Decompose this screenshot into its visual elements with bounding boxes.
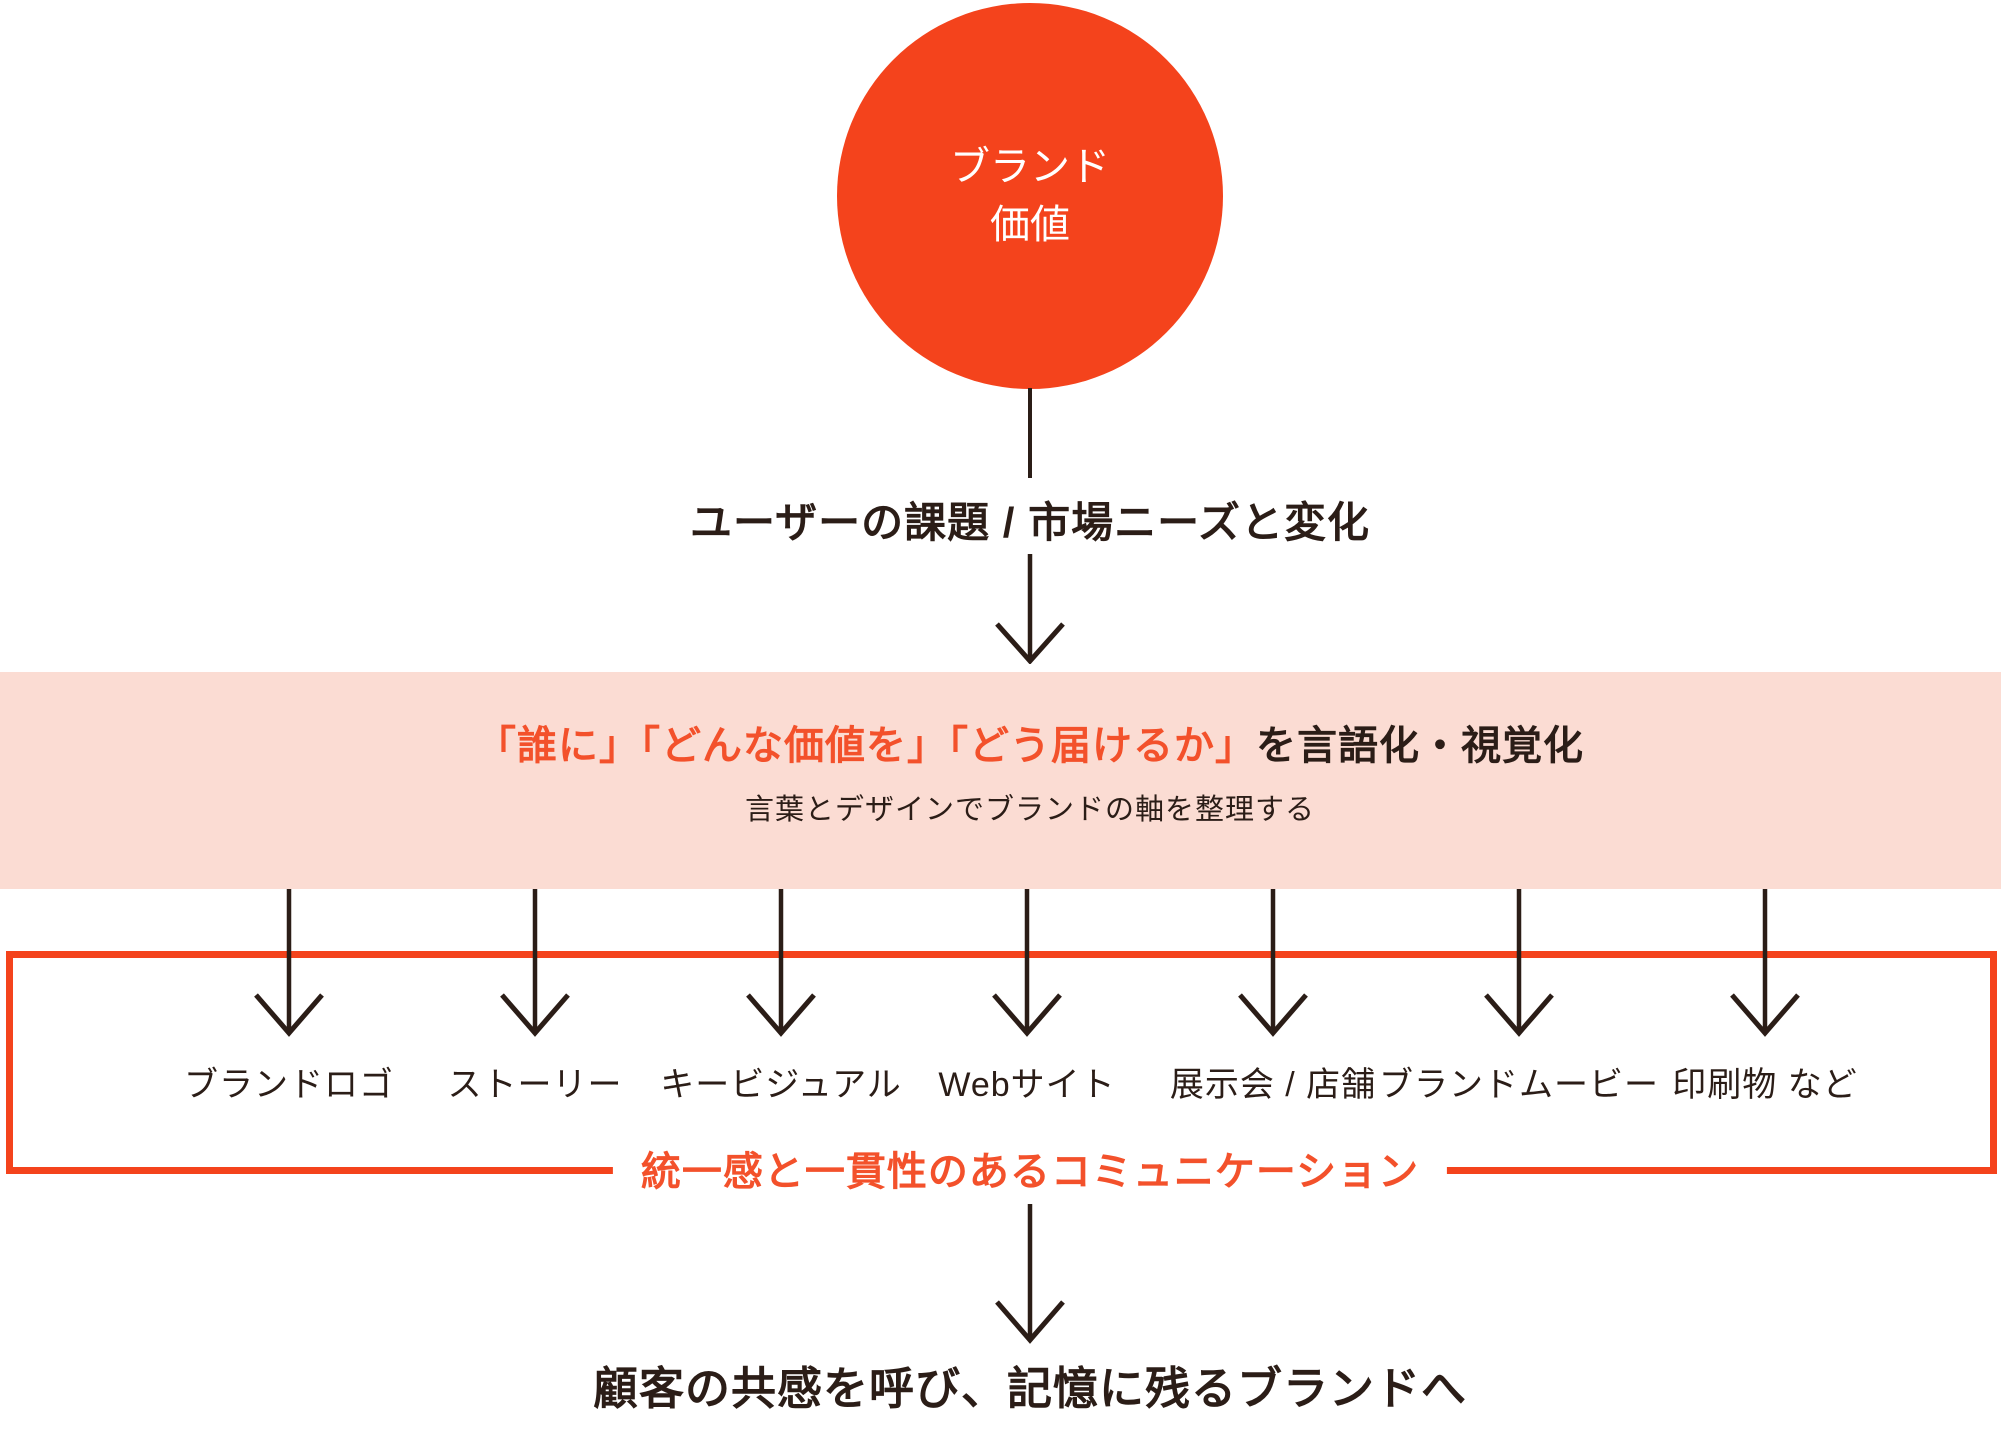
output-label-brand-logo: ブランドロゴ	[184, 1066, 394, 1104]
verbalize-highlight-text: 「誰に」「どんな価値を」「どう届けるか」	[476, 724, 1256, 768]
consistency-caption: 統一感と一貫性のあるコミュニケーション	[612, 1135, 1448, 1201]
output-label-website: Webサイト	[938, 1066, 1116, 1104]
down-arrow-icon	[995, 1204, 1065, 1344]
brand-value-circle: ブランド 価値	[837, 3, 1223, 389]
verbalize-subtext: 言葉とデザインでブランドの軸を整理する	[744, 794, 1316, 826]
output-label-key-visual: キービジュアル	[660, 1066, 902, 1104]
connector-line	[1028, 388, 1032, 478]
brand-value-line2: 価値	[990, 203, 1070, 247]
user-needs-label: ユーザーの課題 / 市場ニーズと変化	[689, 499, 1371, 546]
output-label-brand-movie: ブランドムービー	[1379, 1066, 1659, 1104]
down-arrow-icon	[254, 889, 324, 1037]
output-label-story: ストーリー	[447, 1066, 623, 1104]
down-arrow-icon	[992, 889, 1062, 1037]
output-label-exhibition: 展示会 / 店舗	[1169, 1066, 1377, 1104]
down-arrow-icon	[1238, 889, 1308, 1037]
outcome-label: 顧客の共感を呼び、記憶に残るブランドへ	[592, 1363, 1468, 1414]
down-arrow-icon	[746, 889, 816, 1037]
verbalize-suffix-text: を言語化・視覚化	[1256, 724, 1584, 768]
brand-value-line1: ブランド	[950, 145, 1110, 189]
down-arrow-icon	[1730, 889, 1800, 1037]
verbalize-heading: 「誰に」「どんな価値を」「どう届けるか」を言語化・視覚化	[476, 721, 1584, 771]
output-label-print: 印刷物 など	[1672, 1066, 1858, 1104]
verbalize-band	[0, 672, 2001, 889]
down-arrow-icon	[500, 889, 570, 1037]
down-arrow-icon	[1484, 889, 1554, 1037]
down-arrow-icon	[995, 554, 1065, 664]
